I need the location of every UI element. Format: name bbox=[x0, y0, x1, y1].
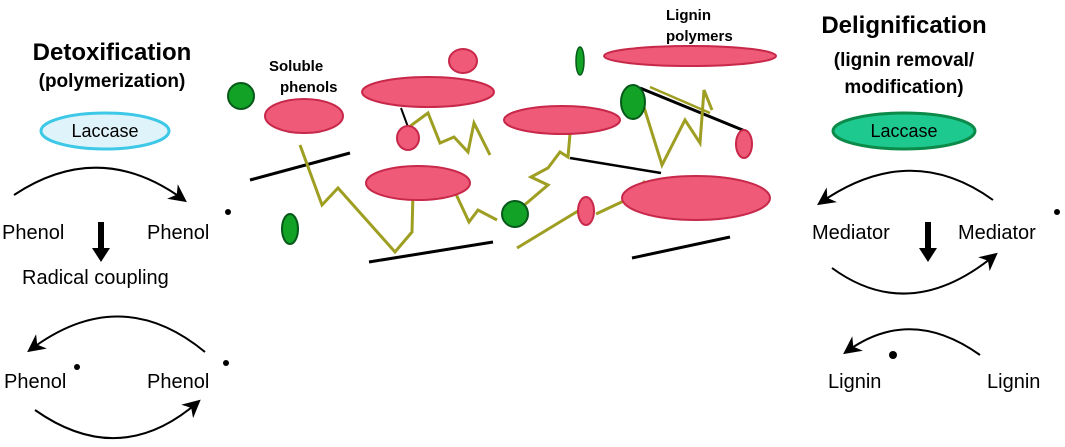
lignin-right: Lignin bbox=[987, 371, 1040, 393]
soluble-phenol bbox=[501, 200, 529, 228]
polymer-line bbox=[639, 86, 746, 133]
soluble-phenol bbox=[281, 213, 299, 245]
radical-dot-icon bbox=[223, 360, 229, 366]
soluble-phenols-label-line2: phenols bbox=[280, 79, 338, 96]
lignin-chain bbox=[408, 110, 492, 156]
lignin-polymer bbox=[365, 165, 471, 201]
phenol-radical-top-right: Phenol bbox=[147, 222, 209, 244]
lignin-chain bbox=[298, 144, 415, 255]
lignin-chain bbox=[641, 89, 714, 169]
laccase-badge-left bbox=[39, 111, 171, 151]
laccase-left-label: Laccase bbox=[71, 121, 138, 141]
polymer-line bbox=[368, 240, 494, 264]
polymer-line bbox=[631, 235, 731, 260]
lignin-polymer bbox=[621, 175, 771, 221]
lignin-chain bbox=[514, 133, 572, 215]
oxidation-arrow-right-top bbox=[817, 169, 994, 206]
lignin-polymers-label-line1: Lignin bbox=[666, 7, 711, 24]
phenol-radical-bottom-left: Phenol bbox=[4, 371, 66, 393]
lignin-polymer bbox=[448, 48, 478, 74]
lignin-chain bbox=[649, 85, 711, 115]
reduction-arrow-right-middle bbox=[831, 252, 998, 295]
delignification-subtitle-line1: (lignin removal/ bbox=[834, 50, 975, 71]
polymer-line bbox=[400, 107, 409, 128]
soluble-phenols-label-line1: Soluble bbox=[269, 58, 323, 75]
phenol-radical-bottom-right: Phenol bbox=[147, 371, 209, 393]
phenol-top-left: Phenol bbox=[2, 222, 64, 244]
soluble-phenol bbox=[227, 82, 255, 110]
soluble-phenol bbox=[575, 46, 585, 76]
radical-dot-icon bbox=[1054, 209, 1060, 215]
radical-coupling-label: Radical coupling bbox=[22, 267, 169, 289]
lignin-network: Soluble phenols Lignin polymers bbox=[227, 7, 777, 264]
delignification-subtitle-line2: modification) bbox=[844, 77, 963, 98]
radical-dot-icon bbox=[74, 364, 80, 370]
lignin-chain bbox=[516, 209, 579, 250]
mediator-left: Mediator bbox=[812, 222, 890, 244]
lignin-chain bbox=[453, 191, 498, 225]
lignin-polymer bbox=[735, 129, 753, 159]
right-panel: Delignification (lignin removal/ modific… bbox=[812, 12, 1060, 393]
oxidation-arrow-left-bottom-top bbox=[27, 315, 206, 353]
polymer-line bbox=[249, 151, 351, 182]
detoxification-subtitle: (polymerization) bbox=[39, 71, 186, 92]
delignification-title: Delignification bbox=[821, 12, 986, 39]
lignin-polymer bbox=[577, 196, 595, 226]
lignin-polymer bbox=[603, 45, 777, 67]
soluble-phenol bbox=[620, 84, 646, 120]
oxidation-arrow-left-top bbox=[13, 166, 187, 203]
mediator-radical-right: Mediator bbox=[958, 222, 1036, 244]
radical-dot-icon bbox=[225, 209, 231, 215]
down-arrow-icon bbox=[92, 222, 110, 262]
lignin-polymer bbox=[503, 105, 621, 135]
left-panel: Detoxification (polymerization) Laccase … bbox=[2, 39, 231, 439]
lignin-polymer bbox=[361, 76, 495, 108]
laccase-right-label: Laccase bbox=[870, 121, 937, 141]
oxidation-arrow-right-bottom bbox=[843, 328, 981, 356]
oxidation-arrow-left-bottom-bottom bbox=[34, 399, 201, 439]
lignin-radical-left: Lignin bbox=[828, 371, 881, 393]
radical-dot-icon bbox=[889, 351, 897, 359]
detoxification-title: Detoxification bbox=[33, 39, 192, 66]
lignin-polymer bbox=[396, 125, 420, 151]
down-arrow-icon bbox=[919, 222, 937, 262]
lignin-polymers-label-line2: polymers bbox=[666, 28, 733, 45]
laccase-badge-right bbox=[831, 111, 977, 151]
polymer-line bbox=[569, 156, 662, 175]
lignin-polymer bbox=[264, 98, 344, 134]
